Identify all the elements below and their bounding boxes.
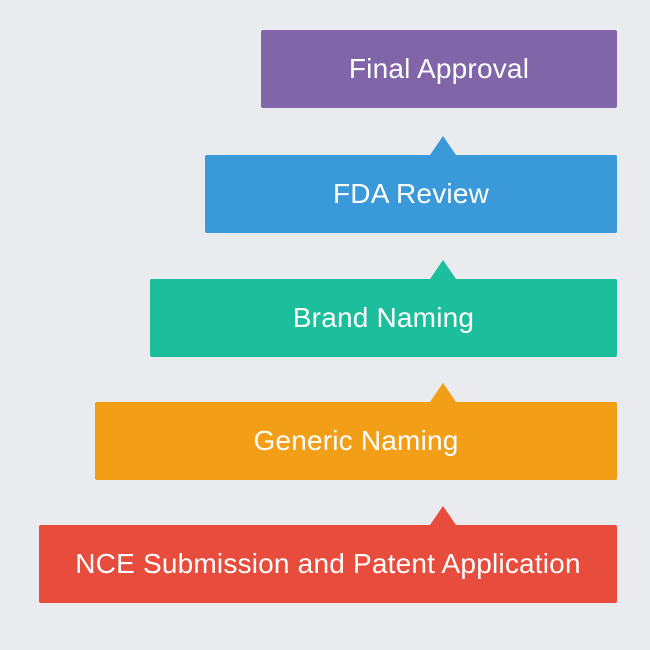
arrow-up-connector [430,260,456,279]
step-nce-submission: NCE Submission and Patent Application [39,506,617,603]
arrow-up-connector [430,136,456,155]
step-fda-review: FDA Review [205,136,617,233]
arrow-up-connector [430,506,456,525]
step-label: Brand Naming [292,302,475,333]
arrow-up-connector [430,383,456,402]
step-label: Final Approval [348,53,530,84]
step-label: Generic Naming [253,425,459,456]
step-final-approval: Final Approval [261,30,617,108]
step-generic-naming: Generic Naming [95,383,617,480]
step-brand-naming: Brand Naming [150,260,617,357]
step-label: NCE Submission and Patent Application [75,548,581,579]
step-label: FDA Review [332,178,490,209]
